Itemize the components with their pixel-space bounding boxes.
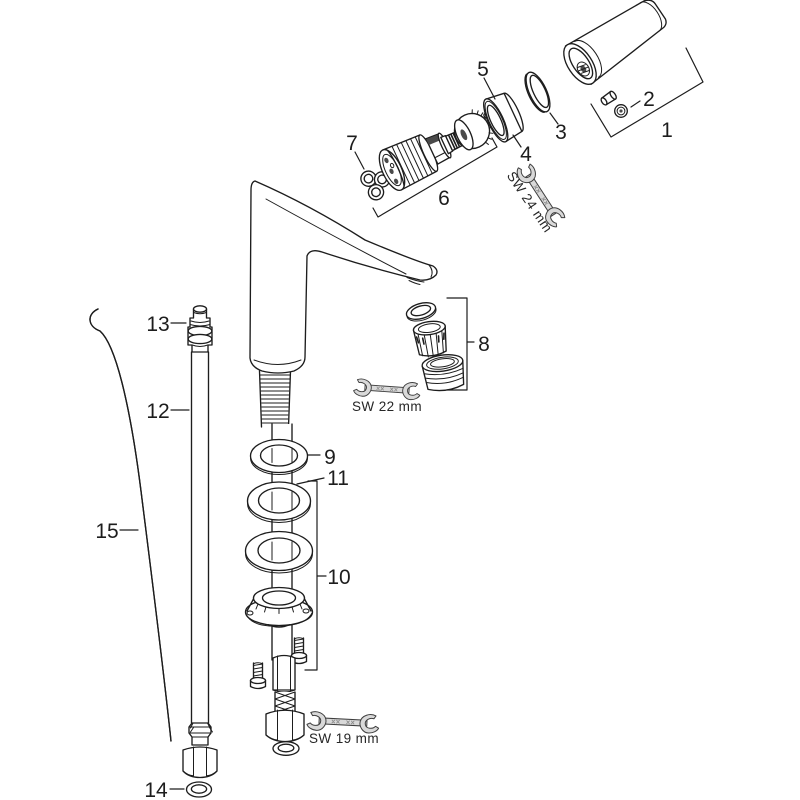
- bracket-part-8: [446, 297, 468, 391]
- pipe-union: [265, 654, 305, 756]
- part-label-4: 4: [520, 143, 532, 166]
- part-label-15: 15: [95, 520, 118, 543]
- o-ring-9: [249, 438, 309, 475]
- connection-hose: [190, 351, 210, 724]
- aerator-seal: [405, 302, 437, 322]
- leader-part-3: [549, 112, 559, 125]
- bracket-part-6: [372, 137, 498, 218]
- cartridge-seal: [360, 170, 391, 201]
- tool-label-sw22: SW 22 mm: [352, 399, 422, 414]
- leader-part-11: [296, 477, 325, 485]
- cartridge: [378, 127, 473, 192]
- sleeve: [483, 92, 524, 143]
- part-label-9: 9: [324, 446, 336, 469]
- set-screw-grub: [614, 104, 628, 118]
- spout-crease-line: [265, 198, 407, 275]
- part-label-12: 12: [146, 400, 169, 423]
- part-label-7: 7: [346, 132, 358, 155]
- leader-lines: [119, 47, 704, 790]
- leader-part-5: [483, 77, 496, 100]
- hose-seal: [185, 781, 213, 798]
- part-label-14: 14: [144, 779, 168, 800]
- hose-connector: [187, 305, 213, 353]
- handle: [563, 0, 667, 85]
- aerator-insert: [412, 320, 447, 358]
- fixing-screw-left: [249, 662, 267, 690]
- part-label-5: 5: [477, 58, 489, 81]
- part-label-2: 2: [643, 88, 655, 111]
- part-label-6: 6: [438, 187, 450, 210]
- part-label-11: 11: [327, 467, 349, 490]
- part-label-8: 8: [478, 333, 490, 356]
- washer-11: [246, 481, 312, 523]
- part-label-10: 10: [327, 566, 350, 589]
- seal-ring: [524, 71, 551, 113]
- set-screw-pin: [600, 90, 617, 106]
- leader-part-4: [512, 134, 522, 148]
- faucet-body: [249, 180, 438, 428]
- part-label-1: 1: [661, 119, 673, 142]
- aerator-housing: [421, 354, 465, 392]
- mounting-nut: [244, 586, 314, 628]
- retaining-nut: [453, 109, 494, 151]
- bracket-part-1: [590, 47, 704, 138]
- threaded-shank: [258, 370, 292, 428]
- part-label-3: 3: [555, 121, 567, 144]
- hose-end-nut: [182, 722, 218, 779]
- handle-socket: [576, 61, 591, 77]
- leader-part-7: [354, 151, 365, 170]
- washer-10: [244, 530, 314, 574]
- leader-part-2: [630, 100, 641, 108]
- tool-label-sw19: SW 19 mm: [309, 731, 379, 746]
- pop-up-rod: [89, 308, 172, 742]
- part-label-13: 13: [146, 313, 169, 336]
- part-labels: 1 2 3 4 5 6 7 8 9 10 11 12 13 14 15: [95, 58, 673, 800]
